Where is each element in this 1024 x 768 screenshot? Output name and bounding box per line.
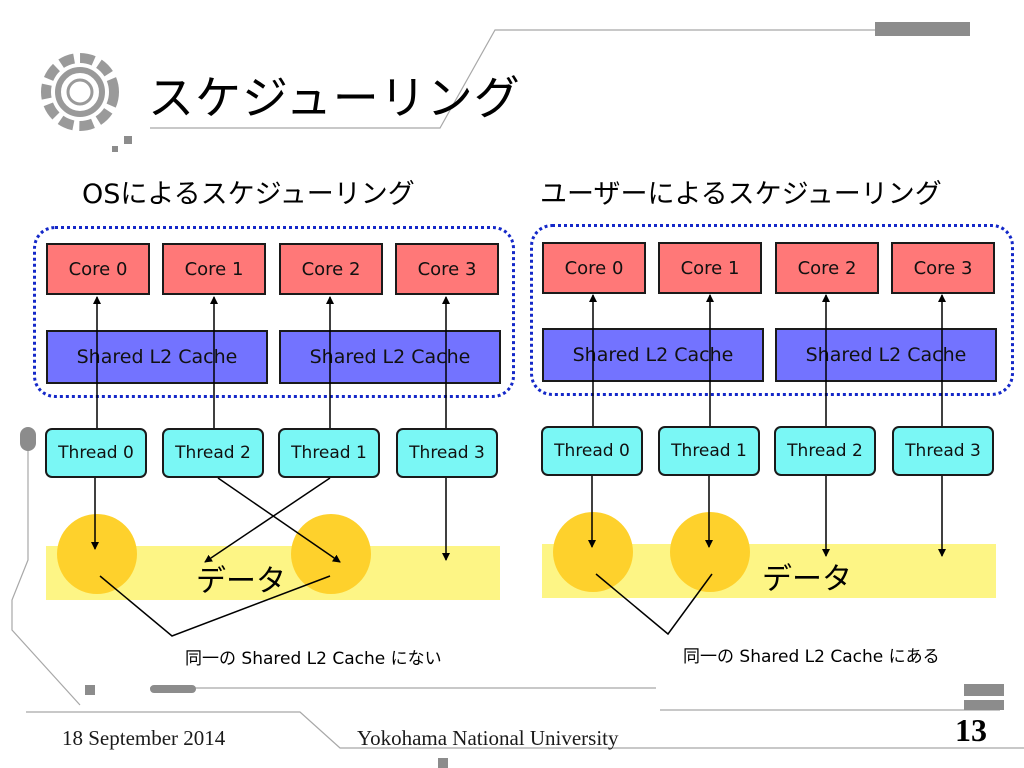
- right-core-1: Core 1: [658, 242, 762, 294]
- right-cache-0: Shared L2 Cache: [542, 328, 764, 382]
- right-cache-1: Shared L2 Cache: [775, 328, 997, 382]
- left-data-circle-1: [291, 514, 371, 594]
- right-cpu-group: [530, 224, 1014, 396]
- left-cache-0: Shared L2 Cache: [46, 330, 268, 384]
- right-thread-1: Thread 1: [658, 426, 760, 476]
- right-thread-0: Thread 0: [541, 426, 643, 476]
- right-core-2: Core 2: [775, 242, 879, 294]
- right-caption-connector: [595, 573, 713, 636]
- footer-date: 18 September 2014: [62, 726, 226, 750]
- left-caption: 同一の Shared L2 Cache にない: [185, 649, 442, 669]
- right-data-circle-1: [670, 512, 750, 592]
- left-core-3: Core 3: [395, 243, 499, 295]
- left-thread-3: Thread 3: [396, 428, 498, 478]
- right-data-circle-0: [553, 512, 633, 592]
- left-core-2: Core 2: [279, 243, 383, 295]
- left-data-label: データ: [196, 564, 286, 599]
- right-thread-3: Thread 3: [892, 426, 994, 476]
- left-cache-1: Shared L2 Cache: [279, 330, 501, 384]
- left-thread-0: Thread 0: [45, 428, 147, 478]
- right-caption: 同一の Shared L2 Cache にある: [683, 647, 940, 667]
- right-data-label: データ: [762, 562, 852, 597]
- page-title: スケジューリング: [148, 71, 521, 125]
- right-thread-2: Thread 2: [774, 426, 876, 476]
- left-data-circle-0: [57, 514, 137, 594]
- left-thread-1: Thread 1: [278, 428, 380, 478]
- left-thread-2: Thread 2: [162, 428, 264, 478]
- right-core-0: Core 0: [542, 242, 646, 294]
- left-core-0: Core 0: [46, 243, 150, 295]
- footer-university: Yokohama National University: [357, 726, 619, 750]
- right-core-3: Core 3: [891, 242, 995, 294]
- left-arrow-t2-data: [217, 477, 341, 563]
- right-heading: ユーザーによるスケジューリング: [540, 179, 942, 210]
- left-heading: OSによるスケジューリング: [82, 179, 415, 210]
- left-cpu-group: [33, 226, 515, 398]
- left-caption-connector: [99, 575, 331, 637]
- left-core-1: Core 1: [162, 243, 266, 295]
- page-number: 13: [955, 712, 987, 748]
- left-arrow-t1-data: [204, 477, 331, 563]
